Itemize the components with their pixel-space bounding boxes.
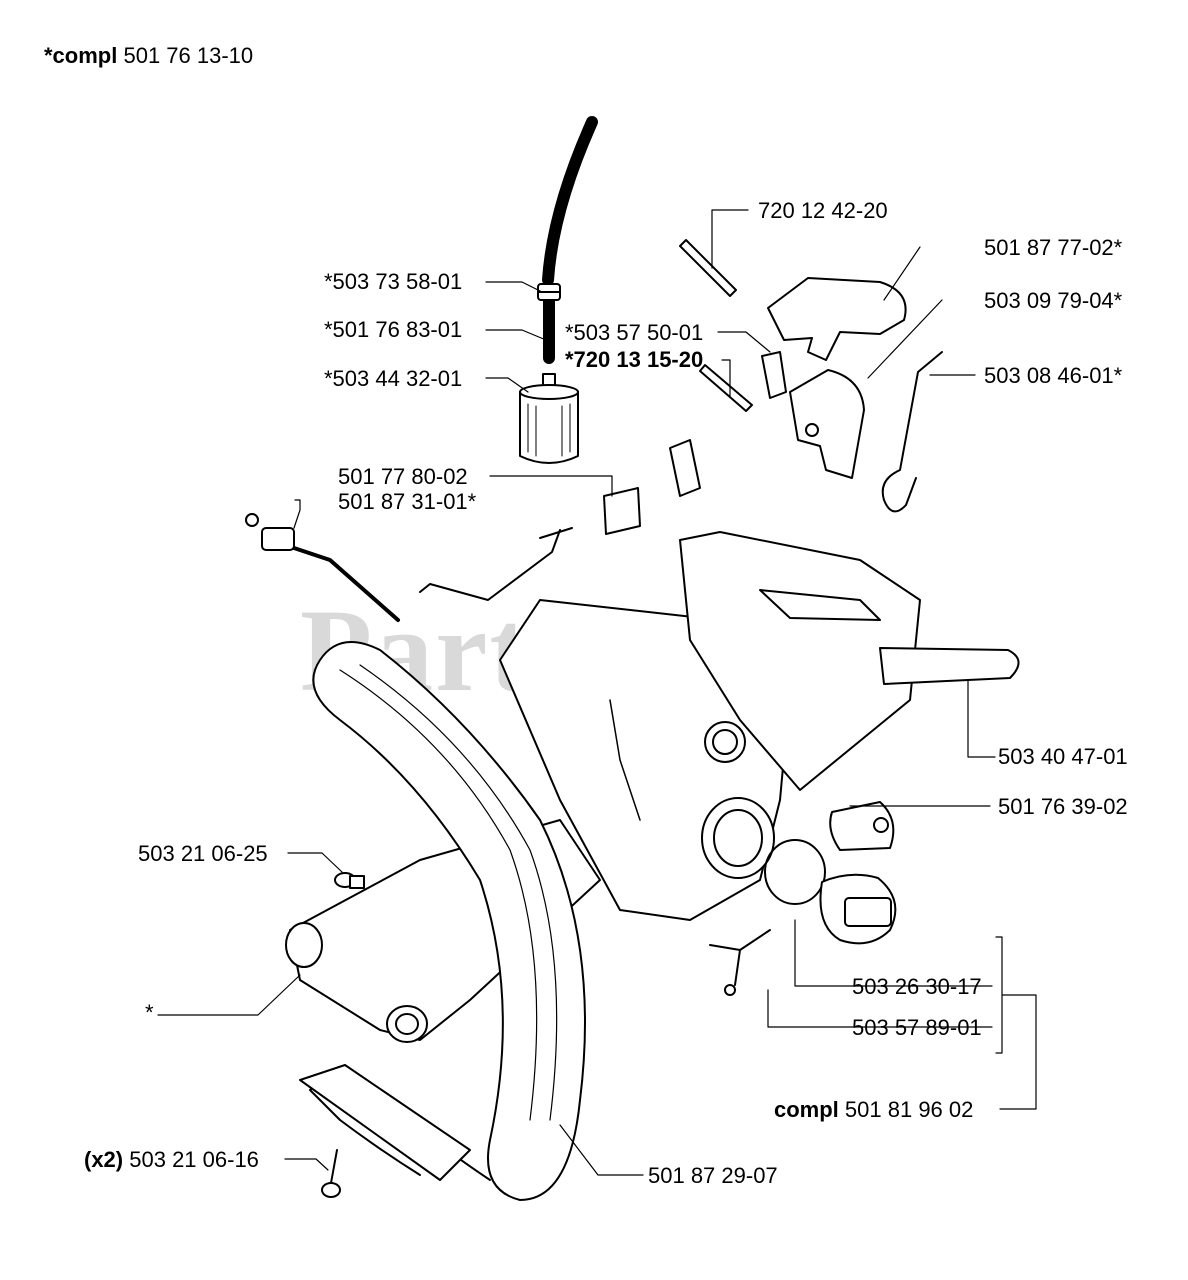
callout-x2-number: 503 21 06-16: [129, 1147, 259, 1172]
assembly-number: 501 76 13-10: [123, 43, 254, 68]
callout-501-87-77-02: 501 87 77-02*: [984, 235, 1123, 260]
callout-720-13-15-20: *720 13 15-20: [565, 347, 704, 372]
callout-720-12-42-20: 720 12 42-20: [758, 198, 888, 223]
fuel-filter-part: [519, 373, 579, 464]
callout-x2-prefix: (x2): [84, 1147, 124, 1172]
front-handle-part: [299, 641, 586, 1201]
vent-part: [829, 801, 895, 851]
callout-501-76-83-01: *501 76 83-01: [324, 317, 463, 342]
callout-asterisk: *: [145, 1000, 154, 1025]
callout-503-44-32-01: *503 44 32-01: [324, 366, 463, 391]
throttle-rod-part: [245, 513, 400, 622]
callout-compl-prefix: compl: [774, 1097, 839, 1122]
callout-503-21-06-25: 503 21 06-25: [138, 841, 268, 866]
assembly-prefix: *compl: [44, 43, 118, 68]
callout-503-57-50-01: *503 57 50-01: [565, 320, 704, 345]
callout-compl-number: 501 81 96 02: [844, 1097, 974, 1122]
callout-x2-503-21-06-16: (x2) 503 21 06-16: [84, 1148, 259, 1172]
screw-part: [321, 1149, 341, 1198]
choke-rod-part: [419, 527, 573, 601]
assembly-label: *compl 501 76 13-10: [44, 44, 253, 68]
fuel-cap-part: [709, 839, 897, 996]
callout-503-57-89-01: 503 57 89-01: [852, 1015, 982, 1040]
callout-503-73-58-01: *503 73 58-01: [324, 269, 463, 294]
callout-501-76-39-02: 501 76 39-02: [998, 794, 1128, 819]
tank-housing-part: [499, 531, 921, 921]
leader-lines: [157, 209, 1037, 1176]
latch-parts: [603, 439, 701, 535]
trigger-parts: [679, 239, 943, 513]
callout-503-09-79-04: 503 09 79-04*: [984, 288, 1123, 313]
rear-handle-grip-part: [879, 647, 1020, 685]
bolt-part: [334, 872, 365, 889]
callout-503-26-30-17: 503 26 30-17: [852, 974, 982, 999]
callout-501-87-29-07: 501 87 29-07: [648, 1163, 778, 1188]
callout-compl-501-81-96-02: compl 501 81 96 02: [774, 1098, 973, 1122]
fuel-hose-part: [537, 116, 598, 364]
callout-503-40-47-01: 503 40 47-01: [998, 744, 1128, 769]
callout-501-87-31-01: 501 87 31-01*: [338, 489, 477, 514]
callout-503-08-46-01: 503 08 46-01*: [984, 363, 1123, 388]
callout-501-77-80-02: 501 77 80-02: [338, 464, 468, 489]
